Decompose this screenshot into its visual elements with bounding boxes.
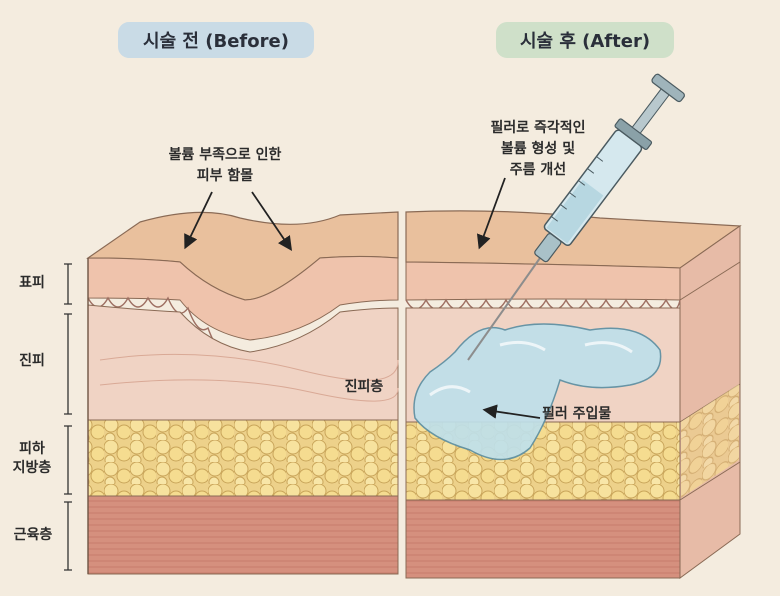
- epidermis-label: 표피: [19, 275, 45, 291]
- filler-effect-label: 필러로 즉각적인 볼륨 형성 및 주름 개선: [490, 120, 586, 178]
- muscle-label: 근육층: [13, 527, 53, 543]
- before-dermis-layer: [87, 304, 399, 421]
- dermis-label: 진피: [19, 353, 45, 369]
- before-fat-layer: [87, 419, 399, 497]
- syringe-icon: [467, 73, 685, 361]
- after-epidermis-layer: [405, 261, 681, 301]
- after-skin-block: [405, 210, 742, 579]
- subcutaneous-fat-label: 피하 지방층: [12, 441, 52, 476]
- before-title: 시술 전 (Before): [118, 22, 314, 58]
- after-title: 시술 후 (After): [496, 22, 674, 58]
- filler-deposit: [413, 323, 662, 461]
- before-skin-block: [86, 211, 399, 575]
- after-muscle-layer: [405, 499, 681, 579]
- volume-loss-label: 볼륨 부족으로 인한 피부 함몰: [168, 147, 282, 184]
- filler-injection-label: 필러 주입물: [542, 406, 612, 422]
- layer-brackets: [64, 263, 72, 571]
- dermis-layer-label: 진피층: [344, 379, 384, 395]
- after-papillae-line: [405, 298, 681, 310]
- before-muscle-layer: [87, 495, 399, 575]
